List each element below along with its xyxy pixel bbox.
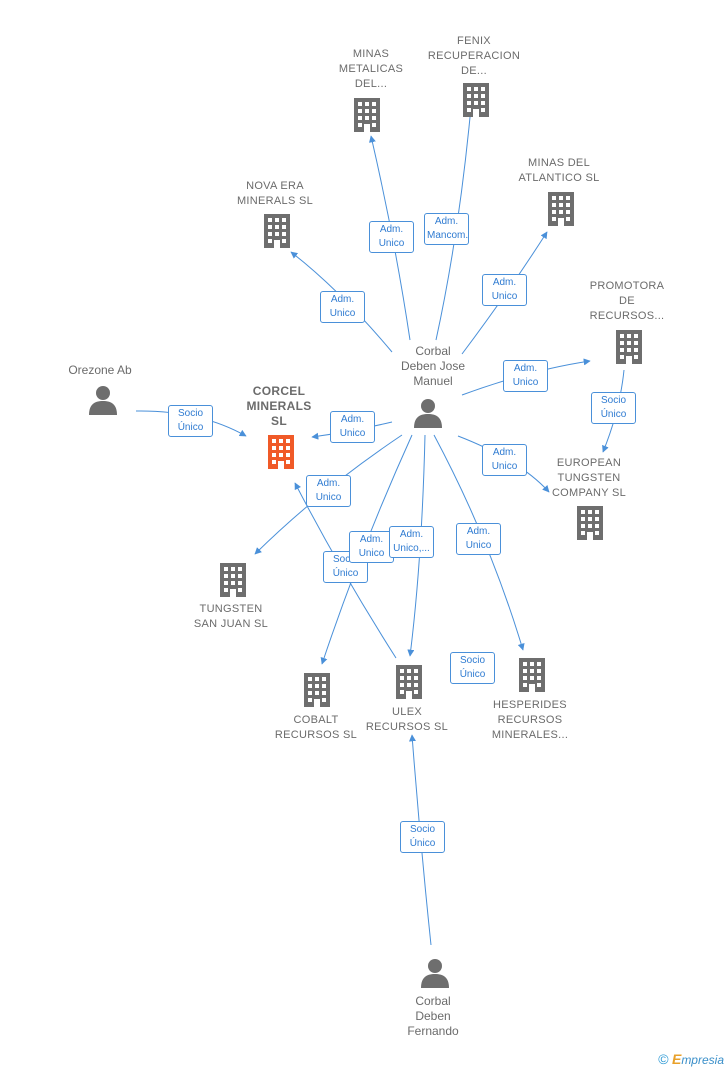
corcel-building-icon[interactable] [268, 435, 294, 469]
european-building-icon[interactable] [577, 506, 603, 540]
edge-label-orezone-to-corcel[interactable]: Socio Único [168, 405, 213, 437]
edge-label-corbal_jose-to-corcel[interactable]: Adm. Unico [330, 411, 375, 443]
minas-metalicas-building-icon[interactable] [354, 98, 380, 132]
node-label-european[interactable]: EUROPEAN TUNGSTEN COMPANY SL [551, 457, 627, 499]
copyright-icon: © [658, 1051, 669, 1067]
nova-era-building-icon[interactable] [264, 214, 290, 248]
edge-label-corbal_jose-to-nova_era[interactable]: Adm. Unico [320, 291, 365, 323]
edge-label-floating[interactable]: Socio Único [450, 652, 495, 684]
node-label-corbal-jose[interactable]: Corbal Deben Jose Manuel [400, 344, 466, 388]
node-label-corbal-fernando[interactable]: Corbal Deben Fernando [407, 994, 459, 1038]
edge-label-ulex-to-corcel[interactable]: Socio Único [323, 551, 368, 583]
node-label-corcel[interactable]: CORCEL MINERALS SL [246, 384, 312, 428]
edge-label-corbal_jose-to-fenix[interactable]: Adm. Mancom. [424, 213, 469, 245]
edge-label-corbal_jose-to-european[interactable]: Adm. Unico [482, 444, 527, 476]
node-label-ulex[interactable]: ULEX RECURSOS SL [365, 706, 449, 733]
node-label-tungsten[interactable]: TUNGSTEN SAN JUAN SL [193, 603, 269, 630]
hesperides-building-icon[interactable] [519, 658, 545, 692]
node-label-minas-metalicas[interactable]: MINAS METALICAS DEL... [338, 48, 404, 90]
edge-label-corbal_jose-to-ulex[interactable]: Adm. Unico,... [389, 526, 434, 558]
promotora-building-icon[interactable] [616, 330, 642, 364]
tungsten-building-icon[interactable] [220, 563, 246, 597]
edge-label-corbal_jose-to-hesperides[interactable]: Adm. Unico [456, 523, 501, 555]
node-label-hesperides[interactable]: HESPERIDES RECURSOS MINERALES... [491, 699, 569, 741]
node-label-promotora[interactable]: PROMOTORA DE RECURSOS... [589, 280, 665, 322]
node-label-fenix[interactable]: FENIX RECUPERACION DE... [427, 35, 521, 77]
brand-name: mpresia [681, 1053, 724, 1067]
orezone-person-icon[interactable] [89, 386, 117, 415]
ulex-building-icon[interactable] [396, 665, 422, 699]
edge-label-promotora-to-european[interactable]: Socio Único [591, 392, 636, 424]
edge-label-corbal_jose-to-cobalt[interactable]: Adm. Unico [349, 531, 394, 563]
cobalt-building-icon[interactable] [304, 673, 330, 707]
corbal-fernando-person-icon[interactable] [421, 959, 449, 988]
node-label-cobalt[interactable]: COBALT RECURSOS SL [274, 714, 358, 741]
empresia-footer[interactable]: © Empresia [658, 1051, 724, 1067]
node-label-nova-era[interactable]: NOVA ERA MINERALS SL [236, 180, 314, 207]
node-label-orezone[interactable]: Orezone Ab [68, 363, 132, 377]
edge-label-corbal_jose-to-minas_metalicas[interactable]: Adm. Unico [369, 221, 414, 253]
edge-label-corbal_jose-to-promotora[interactable]: Adm. Unico [503, 360, 548, 392]
empresia-logo-icon: E [671, 1051, 682, 1067]
fenix-building-icon[interactable] [463, 83, 489, 117]
edge-label-corbal_jose-to-tungsten[interactable]: Adm. Unico [306, 475, 351, 507]
edge-label-corbal_jose-to-minas_atlantico[interactable]: Adm. Unico [482, 274, 527, 306]
edge-label-corbal_fernando-to-ulex[interactable]: Socio Único [400, 821, 445, 853]
minas-atlantico-building-icon[interactable] [548, 192, 574, 226]
node-label-minas-atlantico[interactable]: MINAS DEL ATLANTICO SL [518, 157, 600, 184]
corbal-jose-person-icon[interactable] [414, 399, 442, 428]
